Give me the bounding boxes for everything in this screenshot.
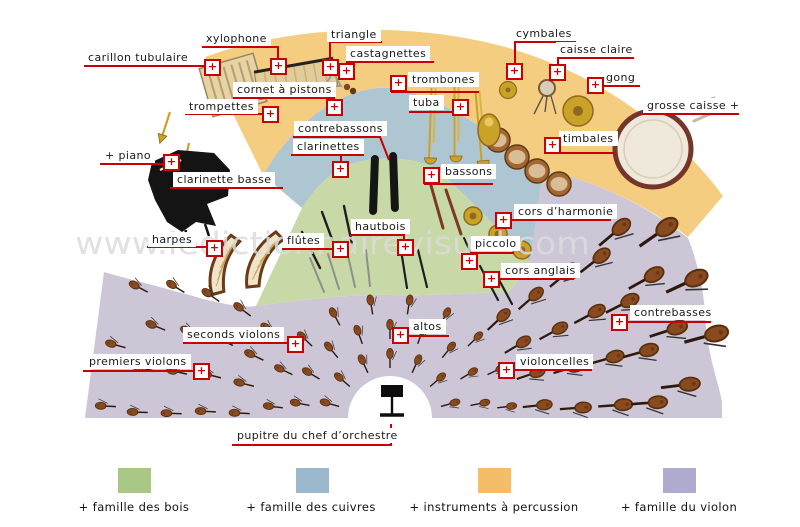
snare-drum-icon — [533, 79, 557, 115]
label-timbales: timbales — [559, 131, 618, 146]
tuba-icon — [477, 113, 501, 147]
label-tuba: tuba — [409, 95, 444, 110]
plus-box-contrebasses[interactable]: + — [611, 314, 628, 331]
bassoons-icons — [428, 180, 463, 236]
plus-box-caisse-claire[interactable]: + — [549, 64, 566, 81]
cymbals-icon — [498, 80, 518, 100]
plus-box-piccolo[interactable]: + — [461, 253, 478, 270]
legend-item-famille-des-cuivres[interactable]: + famille des cuivres — [246, 500, 376, 514]
plus-box-bassons[interactable]: + — [423, 167, 440, 184]
oboes-icons — [399, 248, 429, 290]
plus-box-clarinettes[interactable]: + — [332, 161, 349, 178]
gong-icon — [562, 95, 594, 127]
label-violoncelles: violoncelles — [516, 354, 594, 369]
label-xylophone: xylophone — [202, 31, 271, 46]
legend-item-famille-des-bois[interactable]: + famille des bois — [78, 500, 190, 514]
plus-box-premiers-violons[interactable]: + — [193, 363, 210, 380]
label-cors-anglais: cors anglais — [501, 263, 580, 278]
label-bassons: bassons — [441, 164, 497, 179]
plus-box-triangle[interactable]: + — [322, 59, 339, 76]
plus-box-trompettes[interactable]: + — [262, 106, 279, 123]
label-cymbales: cymbales — [512, 26, 576, 41]
legend-swatch-violon — [663, 468, 696, 493]
plus-box-altos[interactable]: + — [392, 327, 409, 344]
label-trompettes: trompettes — [185, 99, 258, 114]
legend-swatch-percussion — [478, 468, 511, 493]
plus-box-cors-anglais[interactable]: + — [483, 271, 500, 288]
plus-box-cors-dharmonie[interactable]: + — [495, 212, 512, 229]
label-pupitre-chef-orchestre: pupitre du chef d’orchestre — [233, 428, 402, 443]
label-cors-dharmonie: cors d’harmonie — [514, 204, 618, 219]
legend-item-famille-du-violon[interactable]: + famille du violon — [620, 500, 738, 514]
label-clarinettes: clarinettes — [293, 139, 364, 154]
plus-box-timbales[interactable]: + — [544, 137, 561, 154]
label-contrebassons: contrebassons — [294, 121, 387, 136]
plus-box-seconds-violons[interactable]: + — [287, 336, 304, 353]
label-harpes: harpes — [148, 232, 197, 247]
label-grosse-caisse[interactable]: grosse caisse + — [643, 98, 744, 113]
label-piano[interactable]: + piano — [101, 148, 155, 163]
legend-swatch-cuivres — [296, 468, 329, 493]
plus-box-trombones[interactable]: + — [390, 75, 407, 92]
plus-box-cymbales[interactable]: + — [506, 63, 523, 80]
label-seconds-violons: seconds violons — [183, 327, 285, 342]
label-contrebasses: contrebasses — [630, 305, 716, 320]
plus-box-xylophone[interactable]: + — [270, 58, 287, 75]
legend-item-instruments-a-percussion[interactable]: + instruments à percussion — [409, 500, 579, 514]
label-castagnettes: castagnettes — [346, 46, 431, 61]
label-premiers-violons: premiers violons — [85, 354, 191, 369]
label-trombones: trombones — [408, 72, 479, 87]
label-caisse-claire: caisse claire — [556, 42, 637, 57]
plus-box-flutes[interactable]: + — [332, 241, 349, 258]
plus-box-carillon-tubulaire[interactable]: + — [204, 59, 221, 76]
contrabassoons-icons — [369, 152, 399, 215]
plus-box-piano[interactable]: + — [163, 154, 180, 171]
label-hautbois: hautbois — [351, 219, 410, 234]
legend-swatch-bois — [118, 468, 151, 493]
label-triangle: triangle — [327, 27, 381, 42]
label-piccolo: piccolo — [471, 236, 521, 251]
plus-box-hautbois[interactable]: + — [397, 239, 414, 256]
label-flutes: flûtes — [283, 233, 325, 248]
plus-box-violoncelles[interactable]: + — [498, 362, 515, 379]
plus-box-harpes[interactable]: + — [206, 240, 223, 257]
plus-box-tuba[interactable]: + — [452, 99, 469, 116]
label-clarinette-basse: clarinette basse — [173, 172, 276, 187]
label-gong: gong — [602, 70, 640, 85]
label-cornet-a-pistons: cornet à pistons — [233, 82, 336, 97]
label-carillon-tubulaire: carillon tubulaire — [84, 50, 193, 65]
callout-lines — [83, 41, 739, 446]
conductor-stand-icon — [380, 385, 404, 417]
plus-box-gong[interactable]: + — [587, 77, 604, 94]
label-altos: altos — [409, 319, 446, 334]
plus-box-cornet-a-pistons[interactable]: + — [326, 99, 343, 116]
plus-box-castagnettes[interactable]: + — [338, 63, 355, 80]
castanets-icon — [343, 83, 357, 95]
